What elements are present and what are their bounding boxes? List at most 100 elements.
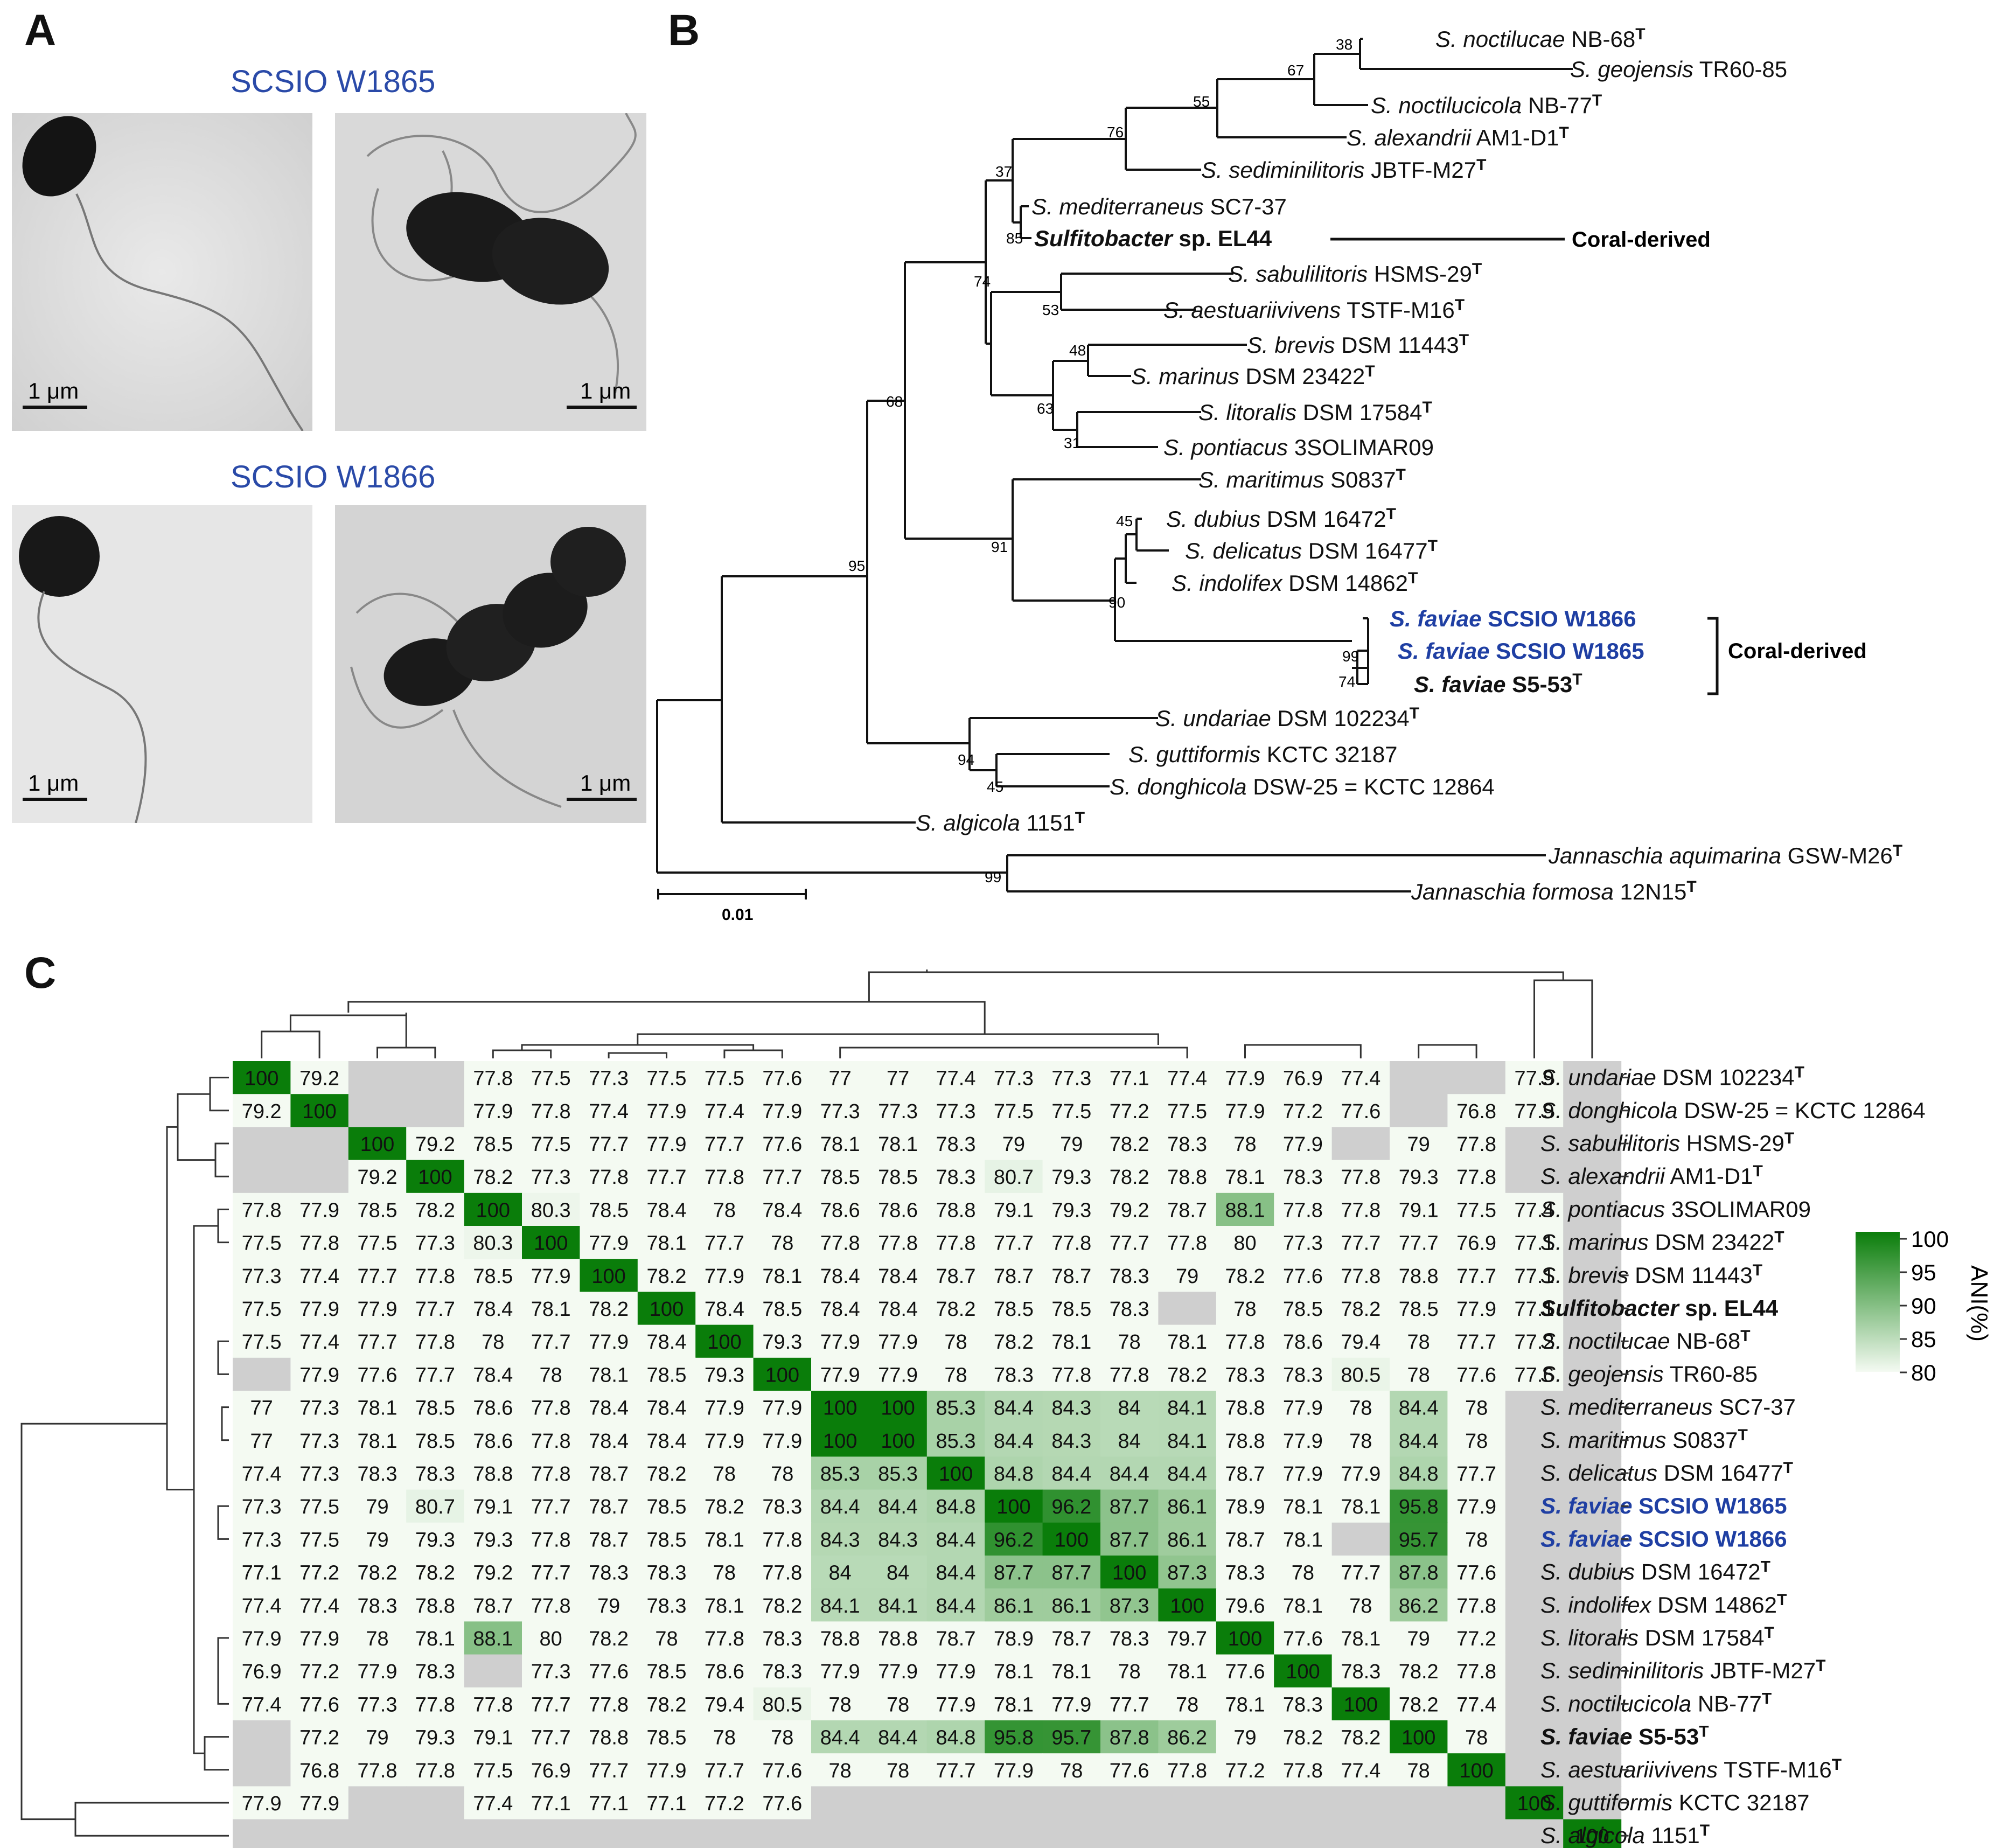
heatmap-cell <box>1042 1259 1101 1292</box>
heatmap-value: 77.7 <box>589 1133 629 1156</box>
heatmap-value: 100 <box>1170 1595 1204 1617</box>
heatmap-value: 77.9 <box>820 1331 860 1354</box>
heatmap-cell <box>1158 1424 1217 1457</box>
heatmap-value: 86.1 <box>1167 1496 1207 1518</box>
heatmap-value: 100 <box>823 1397 857 1420</box>
heatmap-value: 78.5 <box>415 1430 455 1453</box>
heatmap-cell <box>290 1753 349 1787</box>
heatmap-cell <box>406 1292 465 1326</box>
heatmap-value: 78.4 <box>820 1265 860 1288</box>
heatmap-cell <box>1563 1160 1622 1194</box>
heatmap-value: 78.3 <box>762 1628 802 1650</box>
heatmap-cell <box>985 1786 1043 1820</box>
heatmap-cell <box>1331 1588 1390 1622</box>
heatmap-value: 78.5 <box>1283 1298 1323 1321</box>
heatmap-value: 77.2 <box>1110 1100 1149 1123</box>
heatmap-cell <box>348 1556 407 1589</box>
heatmap-value: 78.1 <box>1341 1496 1381 1518</box>
heatmap-cell <box>1447 1556 1506 1589</box>
heatmap-cell <box>580 1687 638 1721</box>
heatmap-value: 77.1 <box>1110 1068 1149 1090</box>
heatmap-cell <box>348 1226 407 1259</box>
taxon-label: S. aestuariivivens TSTF-M16T <box>1163 296 1465 323</box>
heatmap-value: 77.9 <box>1283 1133 1323 1156</box>
heatmap-value: 78 <box>1233 1298 1256 1321</box>
heatmap-value: 78 <box>713 1463 736 1486</box>
heatmap-cell <box>1331 1687 1390 1721</box>
heatmap-cell <box>1042 1556 1101 1589</box>
taxon-label: S. undariae DSM 102234T <box>1540 1064 1804 1090</box>
heatmap-value: 76.9 <box>1283 1068 1323 1090</box>
strain-title-w1866: SCSIO W1866 <box>231 459 436 494</box>
heatmap-value: 78.5 <box>762 1298 802 1321</box>
heatmap-cell <box>1216 1127 1274 1161</box>
heatmap-cell <box>290 1621 349 1655</box>
heatmap-value: 77.8 <box>762 1529 802 1551</box>
heatmap-value: 78.7 <box>1225 1529 1265 1551</box>
heatmap-cell <box>464 1061 522 1094</box>
heatmap-cell <box>753 1127 812 1161</box>
heatmap-value: 77.3 <box>936 1100 976 1123</box>
heatmap-value: 78.3 <box>1283 1364 1323 1386</box>
heatmap-value: 78.5 <box>878 1166 918 1189</box>
heatmap-value: 78.7 <box>1167 1199 1207 1222</box>
heatmap-cell <box>290 1720 349 1754</box>
heatmap-value: 77.6 <box>299 1693 339 1716</box>
taxon-label: S. faviae S5-53T <box>1414 671 1582 697</box>
heatmap-cell <box>1447 1588 1506 1622</box>
heatmap-value: 84.8 <box>994 1463 1034 1486</box>
heatmap-cell <box>406 1489 465 1523</box>
heatmap-cell <box>811 1061 869 1094</box>
heatmap-value: 87.7 <box>1051 1562 1091 1585</box>
heatmap-value: 77.7 <box>705 1232 744 1255</box>
taxon-label: S. faviae SCSIO W1865 <box>1540 1493 1787 1518</box>
heatmap-cell <box>1158 1127 1217 1161</box>
heatmap-value: 78.1 <box>762 1265 802 1288</box>
heatmap-cell <box>926 1456 985 1490</box>
heatmap-value: 79 <box>597 1595 620 1617</box>
heatmap-cell <box>637 1292 696 1326</box>
heatmap-value: 77 <box>829 1068 852 1090</box>
heatmap-cell <box>1331 1324 1390 1358</box>
heatmap-value: 100 <box>765 1364 799 1386</box>
heatmap-value: 100 <box>1517 1793 1551 1815</box>
heatmap-value: 77.9 <box>473 1100 513 1123</box>
heatmap-cell <box>985 1127 1043 1161</box>
heatmap-cell <box>522 1391 580 1424</box>
heatmap-cell <box>290 1357 349 1391</box>
heatmap-value: 78.4 <box>878 1298 918 1321</box>
heatmap-cell <box>1563 1786 1622 1820</box>
heatmap-value: 77.2 <box>1456 1628 1496 1650</box>
heatmap-cell <box>1274 1522 1333 1556</box>
heatmap-cell <box>233 1226 291 1259</box>
heatmap-cell <box>926 1259 985 1292</box>
heatmap-value: 78.2 <box>647 1693 687 1716</box>
heatmap-cell <box>522 1094 580 1127</box>
taxon-label: S. delicatus DSM 16477T <box>1540 1459 1793 1486</box>
legend-title: ANI(%) <box>1966 1265 1992 1342</box>
heatmap-value: 78.8 <box>820 1628 860 1650</box>
heatmap-cell <box>464 1556 522 1589</box>
coral-derived-label-1: Coral-derived <box>1572 228 1711 252</box>
heatmap-value: 84.3 <box>820 1529 860 1551</box>
heatmap-cell <box>1447 1357 1506 1391</box>
heatmap-cell <box>985 1753 1043 1787</box>
heatmap-value: 77.7 <box>531 1562 571 1585</box>
heatmap-cell <box>1331 1720 1390 1754</box>
heatmap-cell <box>1158 1753 1217 1787</box>
heatmap-cell <box>348 1094 407 1127</box>
heatmap-value: 77.8 <box>1051 1364 1091 1386</box>
heatmap-value: 78.5 <box>415 1397 455 1420</box>
heatmap-value: 77.7 <box>762 1166 802 1189</box>
heatmap-cell <box>464 1424 522 1457</box>
heatmap-value: 78.3 <box>1283 1166 1323 1189</box>
heatmap-value: 77.2 <box>299 1661 339 1683</box>
heatmap-value: 77.7 <box>1456 1463 1496 1486</box>
taxon-label: S. noctilucicola NB-77T <box>1371 92 1602 118</box>
heatmap-value: 78.8 <box>589 1727 629 1749</box>
heatmap-cell <box>1042 1094 1101 1127</box>
heatmap-cell <box>926 1160 985 1194</box>
heatmap-value: 80.5 <box>1341 1364 1381 1386</box>
bootstrap-value: 67 <box>1287 62 1304 79</box>
heatmap-cell <box>869 1456 928 1490</box>
